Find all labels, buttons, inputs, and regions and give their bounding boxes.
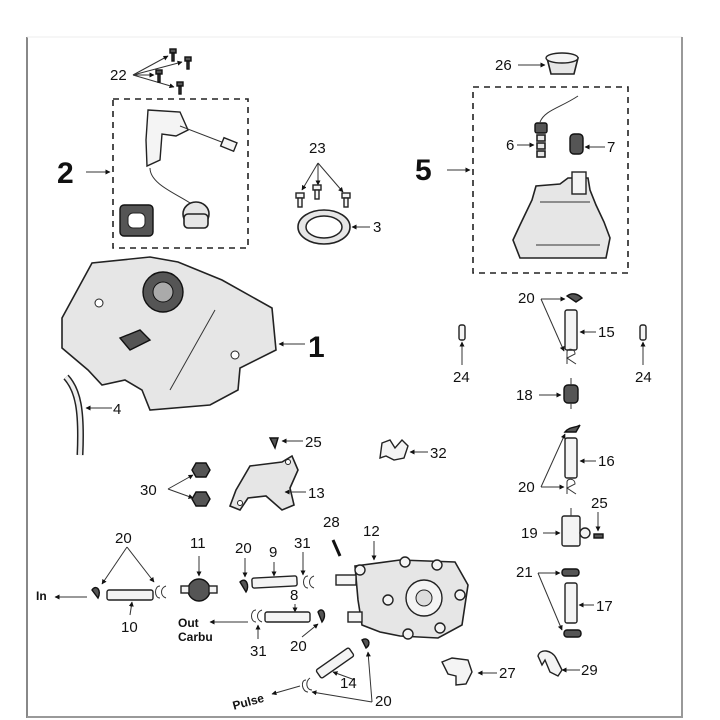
callout-22: 22 [110,67,127,84]
part-2-fuel-level-sender: 2 [57,98,249,249]
diagram-frame [26,36,683,718]
part-1-fuel-tank: 1 [61,256,325,411]
callout-13: 13 [308,485,325,502]
callout-27: 27 [499,665,516,682]
callout-9: 9 [269,544,277,561]
callout-19: 19 [521,525,538,542]
part-15-hose: 20 15 [518,290,615,365]
part-3-locking-ring: 3 [297,209,381,245]
callout-16: 16 [598,453,615,470]
part-28-screw: 28 [323,514,342,557]
callout-2: 2 [57,157,74,190]
callout-31-top: 31 [294,535,311,552]
callout-15: 15 [598,324,615,341]
callout-5: 5 [415,154,432,187]
callout-8: 8 [290,587,298,604]
callout-10: 10 [121,619,138,636]
flow-label-carbu: Carbu [178,630,213,644]
part-23-screws: 23 [295,140,351,208]
part-12-fuel-pump: 12 [335,523,469,640]
part-22-screws: 22 [110,48,192,95]
part-17-hose: 21 17 [516,564,613,638]
callout-17: 17 [596,598,613,615]
callout-3: 3 [373,219,381,236]
part-30-nuts: 30 [140,462,211,507]
callout-32: 32 [430,445,447,462]
callout-20-bottom: 20 [375,693,392,710]
flow-label-pulse: Pulse [231,691,266,713]
part-27-clamp: 27 [441,657,516,686]
part-4-breather-hose: 4 [63,374,121,456]
part-18-valve: 18 [516,378,579,409]
part-29-clip: 29 [537,650,598,679]
callout-26: 26 [495,57,512,74]
part-26-cap: 26 [495,52,580,75]
part-25-rivet-upper: 25 [268,434,322,451]
callout-23: 23 [309,140,326,157]
callout-25-right: 25 [591,495,608,512]
part-5-expansion-tank: 5 [415,86,629,274]
part-16-hose: 16 20 [518,424,615,496]
part-19-solenoid: 19 [521,508,591,547]
callout-6: 6 [506,137,514,154]
callout-20-left: 20 [115,530,132,547]
callout-20-upper-mid: 20 [235,540,252,557]
part-13-bracket: 13 [228,454,325,511]
callout-31-bottom: 31 [250,643,267,660]
part-8-hose: 8 Out Carbu 31 20 [178,587,326,660]
part-25-screw-right: 25 [591,495,608,539]
callout-7: 7 [607,139,615,156]
part-10-hose: 20 10 In [36,530,167,636]
part-9-hose: 20 9 31 [235,535,315,594]
callout-28: 28 [323,514,340,531]
callout-18: 18 [516,387,533,404]
part-11-fuel-filter: 11 [180,535,218,602]
flow-label-out: Out [178,616,199,630]
callout-4: 4 [113,401,121,418]
callout-25-upper: 25 [305,434,322,451]
part-24-right: 24 [635,324,652,386]
callout-20-lower-mid: 20 [290,638,307,655]
part-7-plug: 7 [569,133,615,156]
part-6-sensor: 6 [506,95,579,158]
callout-20-mid: 20 [518,479,535,496]
part-32-clip: 32 [379,438,447,462]
callout-21: 21 [516,564,533,581]
callout-29: 29 [581,662,598,679]
callout-20-top: 20 [518,290,535,307]
callout-12: 12 [363,523,380,540]
part-24-left: 24 [453,324,470,386]
callout-1: 1 [308,331,325,364]
flow-label-in: In [36,589,47,603]
callout-30: 30 [140,482,157,499]
callout-14: 14 [340,675,357,692]
callout-11: 11 [190,535,206,552]
callout-24-right: 24 [635,369,652,386]
callout-24-left: 24 [453,369,470,386]
